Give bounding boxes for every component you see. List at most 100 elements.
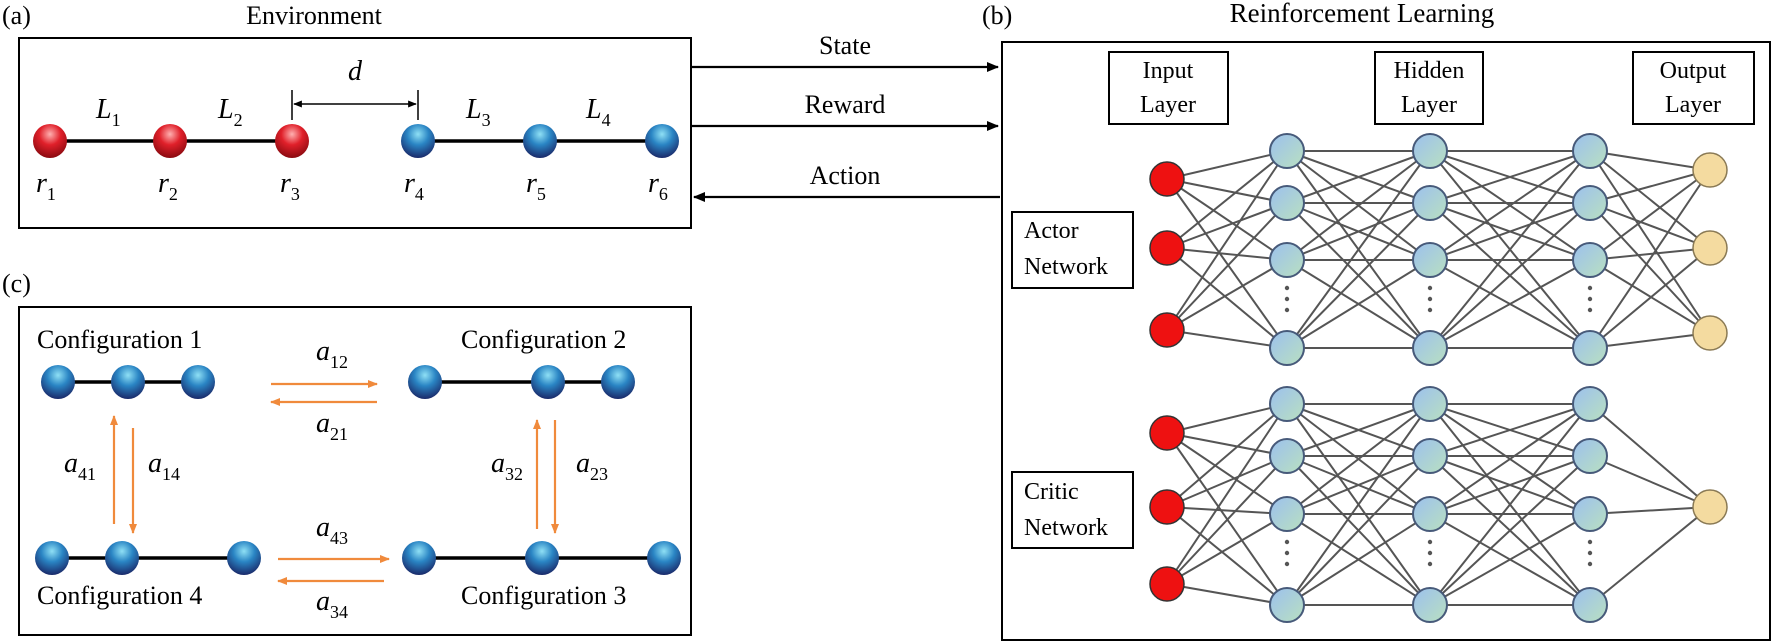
critic-ellipsis-dot — [1427, 539, 1433, 545]
config3-atom — [647, 541, 681, 575]
critic-connection — [1429, 455, 1591, 515]
actor-ellipsis-dot — [1587, 296, 1593, 302]
critic-connection — [1429, 403, 1591, 457]
critic-ellipsis-dot — [1427, 561, 1433, 567]
actor-connection — [1166, 150, 1288, 180]
label-a41: a41 — [64, 448, 96, 484]
critic-connection — [1589, 403, 1711, 508]
critic-connection — [1286, 403, 1431, 606]
atom-label-r6: r6 — [648, 168, 668, 204]
actor-output-node — [1692, 230, 1728, 266]
critic-connection — [1166, 403, 1288, 508]
actor-connection — [1166, 247, 1288, 349]
critic-connection — [1589, 455, 1711, 508]
panel-c: (c) Configuration 1 Configuration 2 Conf… — [2, 269, 692, 636]
actor-connection — [1589, 150, 1711, 249]
output-layer-label-2: Layer — [1665, 92, 1721, 118]
actor-connection — [1166, 202, 1288, 331]
actor-output-node — [1692, 315, 1728, 351]
actor-hidden-node — [1412, 330, 1448, 366]
rl-title: Reinforcement Learning — [1230, 0, 1495, 28]
actor-hidden-node — [1572, 185, 1608, 221]
label-a14: a14 — [148, 448, 180, 484]
input-layer-label-2: Layer — [1140, 92, 1196, 118]
rl-box — [1001, 41, 1771, 641]
critic-connection — [1429, 403, 1591, 515]
actor-connection — [1589, 247, 1711, 349]
actor-connection — [1589, 259, 1711, 334]
atom-label-r4: r4 — [404, 168, 424, 204]
critic-connection — [1166, 403, 1288, 585]
critic-output-node — [1692, 489, 1728, 525]
critic-input-node — [1149, 415, 1185, 451]
actor-connection — [1589, 150, 1711, 171]
critic-hidden-node — [1269, 386, 1305, 422]
critic-connection — [1429, 455, 1591, 606]
configuration-4-chain — [35, 541, 261, 575]
actor-connection — [1166, 178, 1288, 204]
critic-connection — [1286, 513, 1431, 606]
actor-connection — [1286, 150, 1431, 204]
actor-ellipsis-dot — [1427, 307, 1433, 313]
critic-input-node — [1149, 566, 1185, 602]
config2-atom — [531, 365, 565, 399]
reward-label: Reward — [805, 90, 886, 119]
critic-ellipsis-dot — [1587, 561, 1593, 567]
actor-connection — [1166, 178, 1288, 349]
label-a32: a32 — [491, 448, 523, 484]
actor-input-node — [1149, 230, 1185, 266]
critic-network — [1149, 386, 1728, 623]
critic-ellipsis-dot — [1587, 539, 1593, 545]
configuration-3-label: Configuration 3 — [461, 581, 626, 610]
config2-atom — [601, 365, 635, 399]
critic-hidden-node — [1572, 438, 1608, 474]
panel-b: (b) Reinforcement Learning Input Layer H… — [982, 0, 1771, 641]
actor-network-box — [1011, 211, 1134, 289]
critic-hidden-node — [1572, 587, 1608, 623]
actor-connection — [1166, 150, 1288, 331]
action-label: Action — [810, 161, 881, 190]
bond-label-l1: L1 — [95, 94, 121, 130]
critic-connection — [1429, 513, 1591, 606]
atom-r5 — [523, 124, 557, 158]
bond-label-l3: L3 — [465, 94, 491, 130]
critic-ellipsis-dot — [1427, 550, 1433, 556]
critic-connection — [1166, 513, 1288, 585]
panel-c-label: (c) — [2, 269, 31, 298]
critic-connection — [1429, 403, 1591, 606]
actor-connection — [1166, 329, 1288, 349]
atom-r2 — [153, 124, 187, 158]
critic-connection — [1166, 583, 1288, 606]
actor-connection — [1589, 169, 1711, 349]
actor-hidden-node — [1572, 242, 1608, 278]
critic-connections — [1166, 403, 1711, 606]
actor-network — [1149, 133, 1728, 366]
hidden-layer-label-2: Layer — [1401, 92, 1457, 118]
actor-hidden-node — [1412, 133, 1448, 169]
input-layer-label-1: Input — [1143, 58, 1194, 84]
critic-hidden-node — [1412, 496, 1448, 532]
critic-connection — [1286, 455, 1431, 606]
atom-label-r2: r2 — [158, 168, 178, 204]
state-label: State — [819, 31, 871, 60]
critic-label-1: Critic — [1024, 479, 1079, 505]
critic-hidden-node — [1269, 587, 1305, 623]
actor-hidden-node — [1269, 185, 1305, 221]
actor-connection — [1286, 259, 1431, 349]
actor-ellipsis-dot — [1284, 285, 1290, 291]
actor-output-node — [1692, 152, 1728, 188]
actor-hidden-node — [1269, 133, 1305, 169]
actor-hidden-node — [1412, 185, 1448, 221]
actor-ellipsis-dot — [1284, 307, 1290, 313]
actor-connection — [1589, 202, 1711, 334]
config4-atom — [35, 541, 69, 575]
actor-label-1: Actor — [1024, 218, 1079, 244]
actor-hidden-node — [1269, 242, 1305, 278]
actor-connection — [1286, 202, 1431, 349]
critic-connection — [1589, 506, 1711, 606]
actor-ellipsis-dot — [1587, 307, 1593, 313]
atom-label-r1: r1 — [36, 168, 56, 204]
actor-connection — [1429, 150, 1591, 204]
config1-atom — [181, 365, 215, 399]
